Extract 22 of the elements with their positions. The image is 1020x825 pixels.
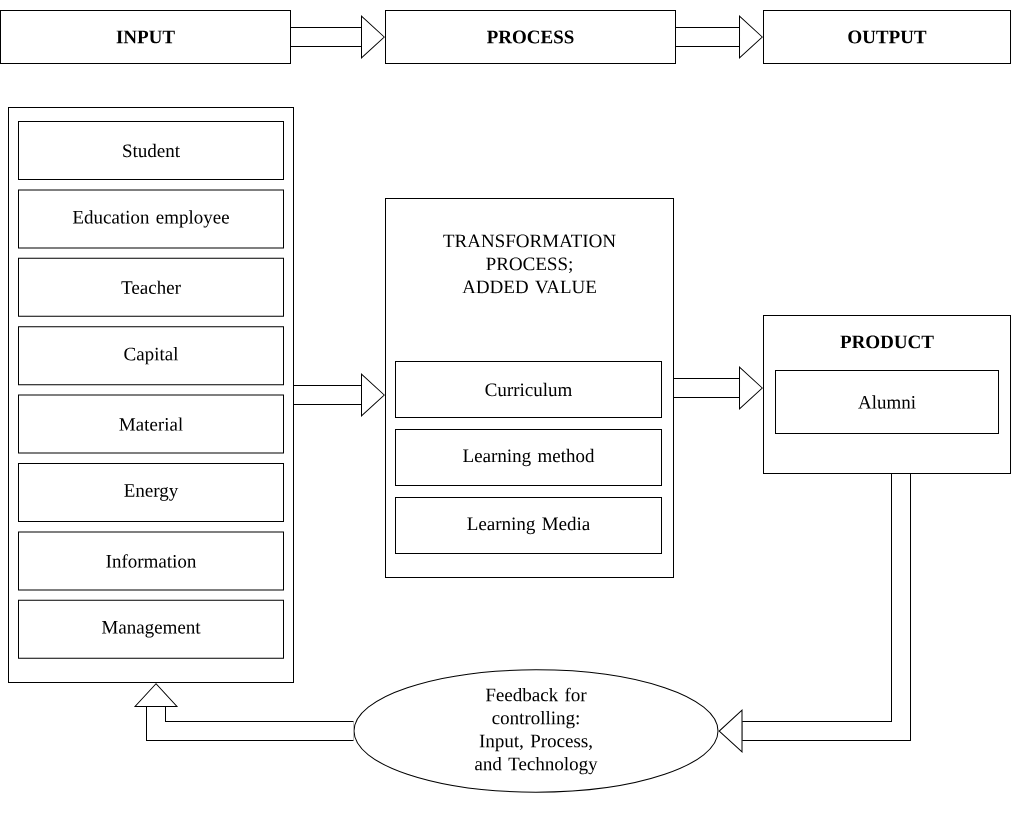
- block-arrow: [676, 15, 763, 59]
- item-box: Management: [18, 599, 284, 659]
- header-box: PROCESS: [385, 10, 676, 64]
- item-box: Education employee: [18, 189, 284, 249]
- header-box: INPUT: [0, 10, 291, 64]
- item-box: Capital: [18, 326, 284, 386]
- item-box: Information: [18, 531, 284, 591]
- item-box: Energy: [18, 463, 284, 522]
- group-box: [8, 107, 294, 683]
- item-box: Curriculum: [395, 361, 662, 418]
- block-arrow: [134, 683, 354, 741]
- item-box: Learning method: [395, 429, 662, 486]
- block-arrow: [674, 366, 763, 410]
- item-box: Material: [18, 394, 284, 454]
- item-box: Learning Media: [395, 497, 662, 554]
- header-box: OUTPUT: [763, 10, 1011, 64]
- block-arrow: [718, 474, 911, 753]
- item-box: Alumni: [775, 370, 999, 434]
- item-box: Teacher: [18, 257, 284, 317]
- block-arrow: [291, 15, 385, 59]
- block-arrow: [294, 373, 385, 417]
- item-box: Student: [18, 121, 284, 180]
